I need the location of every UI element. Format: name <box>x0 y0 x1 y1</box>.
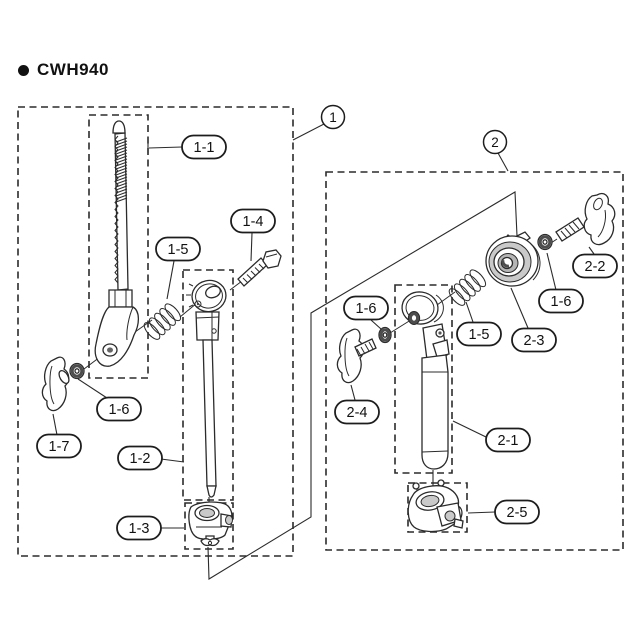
part-2-1-arm-assembly <box>401 291 450 470</box>
part-2-5-clamp <box>407 479 464 533</box>
svg-text:1-2: 1-2 <box>130 451 151 467</box>
svg-text:1-6: 1-6 <box>356 301 377 317</box>
callout-1-1: 1-1 <box>147 134 227 160</box>
callout-1-5-right: 1-5 <box>456 301 502 347</box>
callout-2-3: 2-3 <box>510 287 557 353</box>
model-number: CWH940 <box>37 60 109 79</box>
svg-text:1-4: 1-4 <box>243 214 264 230</box>
part-2-3-hub <box>485 231 541 287</box>
svg-text:1-6: 1-6 <box>551 294 572 310</box>
continuation-line <box>207 191 518 580</box>
box-part-2-1 <box>394 284 453 474</box>
part-1-5-spring-right <box>448 269 487 306</box>
svg-text:2: 2 <box>491 135 499 150</box>
svg-text:1-3: 1-3 <box>129 521 150 537</box>
bullet-icon <box>18 64 29 76</box>
part-1-4-bolt <box>237 249 282 287</box>
callout-group-1: 1 <box>292 104 346 141</box>
callout-1-4: 1-4 <box>230 208 276 262</box>
callout-1-5-left: 1-5 <box>155 236 201 300</box>
part-1-6-washer-middle <box>378 326 392 344</box>
svg-text:2-4: 2-4 <box>347 405 368 421</box>
figure-title: CWH940 <box>18 60 109 80</box>
callout-2-2: 2-2 <box>572 246 618 279</box>
box-group-1 <box>17 106 294 557</box>
part-1-6-washer-left <box>69 362 85 380</box>
svg-text:2-3: 2-3 <box>524 333 545 349</box>
part-2-2-knob <box>555 192 616 246</box>
svg-text:2-1: 2-1 <box>498 433 519 449</box>
part-1-7-knob <box>41 356 70 412</box>
box-part-1-2 <box>182 269 234 501</box>
callout-1-2: 1-2 <box>117 445 185 471</box>
callout-2-4: 2-4 <box>334 384 380 425</box>
svg-text:1-1: 1-1 <box>194 140 215 156</box>
callout-1-3: 1-3 <box>116 515 184 541</box>
part-1-3-clamp <box>188 501 233 547</box>
part-2-4-knob <box>336 328 377 384</box>
callout-1-7: 1-7 <box>36 413 82 459</box>
callout-group-2: 2 <box>482 129 509 172</box>
part-1-2-rod-assembly <box>186 279 227 498</box>
box-part-1-1 <box>88 114 149 379</box>
callout-2-1: 2-1 <box>452 420 531 453</box>
callout-1-6-right: 1-6 <box>538 252 584 314</box>
part-1-1-rod <box>94 120 140 367</box>
callout-2-5: 2-5 <box>467 499 540 525</box>
callout-1-6-left: 1-6 <box>77 378 142 422</box>
svg-text:2-5: 2-5 <box>507 505 528 521</box>
box-group-2 <box>325 171 624 551</box>
svg-text:1: 1 <box>329 110 337 125</box>
callout-1-6-middle: 1-6 <box>343 295 389 330</box>
svg-text:1-5: 1-5 <box>469 327 490 343</box>
svg-text:1-7: 1-7 <box>49 439 70 455</box>
part-1-6-washer-right <box>537 233 553 251</box>
svg-text:1-6: 1-6 <box>109 402 130 418</box>
svg-text:1-5: 1-5 <box>168 242 189 258</box>
svg-text:2-2: 2-2 <box>585 259 606 275</box>
part-1-5-spring-left <box>143 303 182 340</box>
